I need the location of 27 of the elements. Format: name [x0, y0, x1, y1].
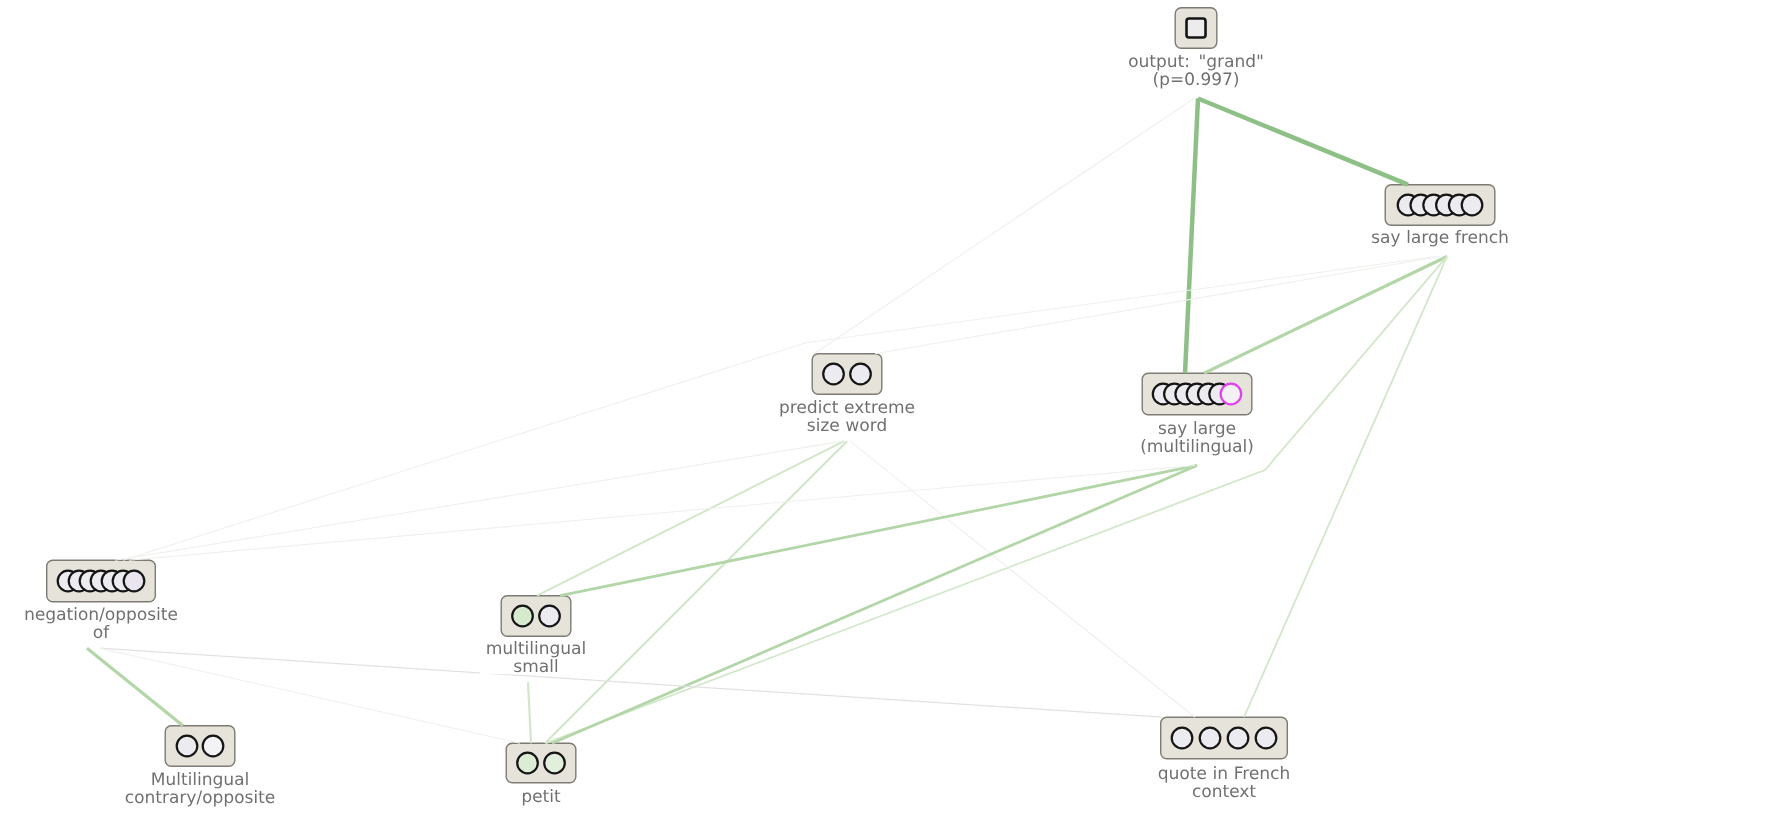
connector-line: [559, 464, 1198, 598]
connector-line: [874, 255, 1441, 355]
node-label: multilingual small: [487, 641, 585, 673]
connector-line: [545, 255, 1448, 745]
connector-line: [1197, 96, 1409, 187]
connector-line: [526, 682, 533, 744]
connector-line: [122, 255, 1437, 561]
connector-line: [544, 440, 848, 744]
connector-line: [849, 440, 1196, 718]
connector-line: [551, 464, 1198, 745]
connector-line: [536, 440, 845, 597]
node-label: predict extreme size word: [780, 400, 915, 432]
node-label: say large french: [1372, 230, 1508, 247]
node-label: say large (multilingual): [1141, 421, 1253, 456]
connector-line: [86, 646, 184, 727]
node-label: petit: [522, 789, 561, 806]
node-label: negation/opposite of: [25, 607, 178, 639]
connector-line: [128, 464, 1196, 561]
connector-line: [1182, 98, 1201, 374]
node-label: Multilingual contrary/opposite: [125, 772, 275, 807]
connector-line: [813, 97, 1195, 355]
connector-line: [1243, 255, 1448, 719]
node-label: output: "grand" (p=0.997): [1129, 54, 1263, 89]
connector-line: [114, 440, 844, 561]
connector-line: [99, 647, 521, 744]
connector-line: [1203, 255, 1448, 375]
node-label: quote in French context: [1158, 766, 1289, 798]
